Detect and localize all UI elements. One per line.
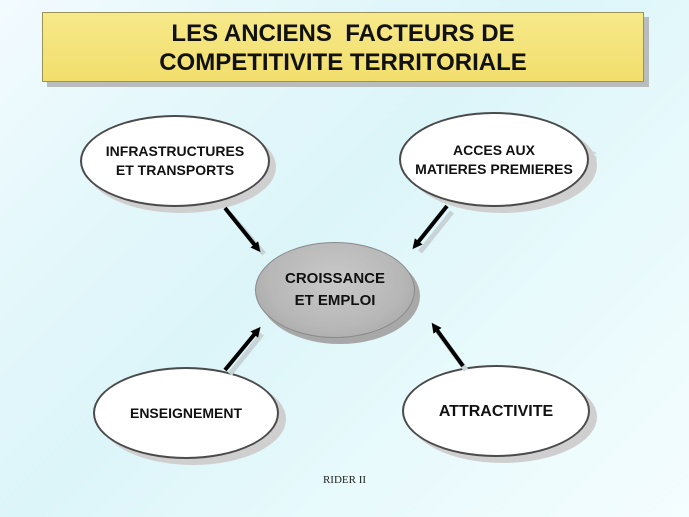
arrow-shadow-bottom-left (228, 332, 264, 376)
matieres-line-2: MATIERES PREMIERES (415, 160, 573, 177)
matieres-line-1: ACCES AUX (453, 141, 535, 158)
attractivite-node: ATTRACTIVITE (402, 365, 590, 457)
arrow-matieres-to-center (412, 204, 449, 250)
arrow-enseignement-to-center (223, 326, 261, 372)
footer-text: RIDER II (322, 474, 367, 486)
center-line-1: CROISSANCE (284, 270, 385, 287)
enseignement-node: ENSEIGNEMENT (93, 367, 279, 459)
attractivite-node-label: ATTRACTIVITE (439, 402, 553, 421)
arrow-attractivite-to-center (431, 322, 465, 368)
arrow-infrastructures-to-center (223, 206, 261, 253)
attractivite-line-1: ATTRACTIVITE (438, 402, 554, 420)
enseignement-line-1: ENSEIGNEMENT (129, 404, 242, 421)
center-line-2: ET EMPLOI (294, 292, 376, 309)
center-node: CROISSANCE ET EMPLOI (255, 242, 415, 338)
matieres-node-label: ACCES AUX MATIERES PREMIERES (415, 141, 573, 179)
infrastructures-line-2: ET TRANSPORTS (115, 162, 235, 178)
arrow-shadow-top-right (418, 210, 454, 254)
infrastructures-line-1: INFRASTRUCTURES (105, 143, 245, 159)
infrastructures-node-label: INFRASTRUCTURES ET TRANSPORTS (106, 142, 244, 180)
title-line-2: COMPETITIVITE TERRITORIALE (159, 49, 527, 76)
infrastructures-node: INFRASTRUCTURES ET TRANSPORTS (80, 115, 270, 207)
enseignement-node-label: ENSEIGNEMENT (130, 404, 242, 423)
title-line-1: LES ANCIENS FACTEURS DE (171, 20, 515, 47)
title-banner: LES ANCIENS FACTEURS DE COMPETITIVITE TE… (42, 12, 644, 82)
matieres-node: ACCES AUX MATIERES PREMIERES (399, 112, 589, 207)
center-node-label: CROISSANCE ET EMPLOI (285, 268, 385, 312)
